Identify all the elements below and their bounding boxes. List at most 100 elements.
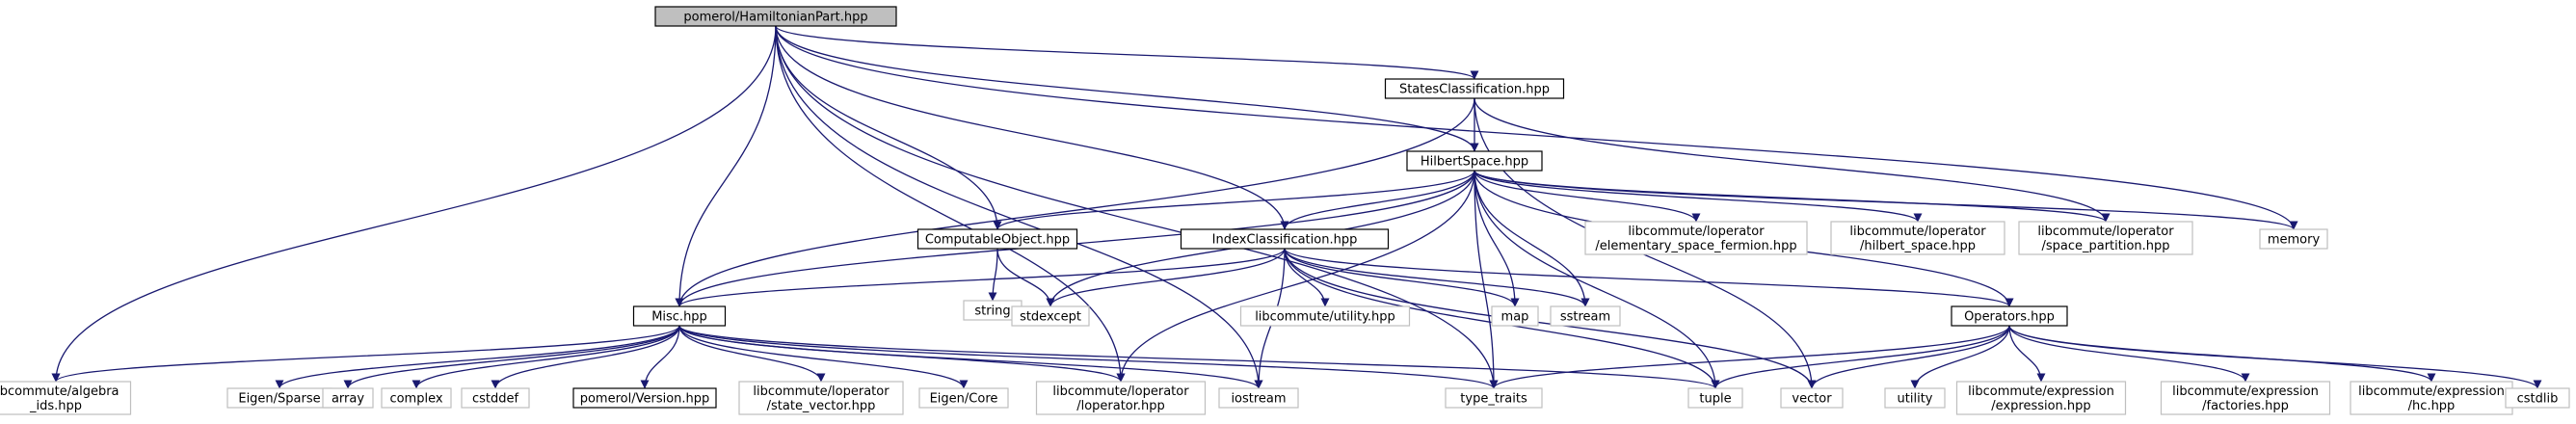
edge-misc-to-array: [343, 325, 680, 389]
node-operators[interactable]: Operators.hpp: [1951, 305, 2068, 327]
node-eigen-sparse: Eigen/Sparse: [226, 387, 332, 409]
node-box: [1955, 381, 2127, 415]
node-box: [381, 387, 452, 409]
node-utility: utility: [1884, 387, 1946, 409]
node-label: pomerol/Version.hpp: [580, 392, 710, 407]
node-label: tuple: [1699, 392, 1731, 407]
node-lc-fact: libcommute/expression/factories.hpp: [2160, 381, 2331, 415]
edge-misc-to-type-traits: [678, 325, 1499, 389]
node-label: IndexClassification.hpp: [1212, 233, 1358, 248]
node-lc-part: libcommute/loperator/space_partition.hpp: [2018, 221, 2193, 255]
edge-states-to-lc-part: [1474, 97, 2111, 223]
edge-misc-to-lc-lop: [678, 325, 1126, 383]
node-box: [0, 381, 132, 415]
node-array: array: [322, 387, 374, 409]
edge-root-to-computable: [775, 25, 1002, 230]
node-label: libcommute/expression/factories.hpp: [2172, 384, 2319, 412]
edge-misc-to-complex: [412, 325, 680, 389]
edge-misc-to-cstddef: [491, 325, 680, 389]
node-cstdlib: cstdlib: [2505, 387, 2570, 409]
node-indexcl[interactable]: IndexClassification.hpp: [1180, 228, 1390, 250]
edge-hilbert-to-indexcl: [1280, 170, 1475, 230]
node-box: [461, 387, 530, 409]
edge-root-to-indexcl: [775, 25, 1289, 230]
node-lc-util: libcommute/utility.hpp: [1239, 305, 1411, 327]
edge-hilbert-to-memory: [1474, 170, 2298, 230]
node-computable[interactable]: ComputableObject.hpp: [916, 228, 1078, 250]
edge-root-to-states: [775, 25, 1479, 80]
edge-misc-to-lc-alg: [51, 325, 680, 383]
node-version[interactable]: pomerol/Version.hpp: [572, 387, 717, 409]
node-hilbert[interactable]: HilbertSpace.hpp: [1406, 150, 1543, 172]
node-box: [1035, 381, 1207, 415]
edge-operators-to-cstdlib: [2008, 325, 2542, 389]
edge-indexcl-to-map: [1284, 248, 1520, 307]
node-box: [738, 381, 904, 415]
node-label: libcommute/loperator/loperator.hpp: [1052, 384, 1189, 412]
node-lc-hc: libcommute/expression/hc.hpp: [2350, 381, 2513, 415]
node-box: [572, 387, 717, 409]
node-lc-state: libcommute/loperator/state_vector.hpp: [738, 381, 904, 415]
edge-root-to-type-traits: [775, 25, 1499, 389]
node-label: memory: [2268, 233, 2321, 248]
node-complex: complex: [381, 387, 452, 409]
node-string: string: [963, 300, 1022, 321]
node-label: map: [1501, 310, 1529, 325]
edge-misc-to-lc-state: [678, 325, 826, 383]
edge-operators-to-lc-expr: [2008, 325, 2046, 383]
node-label: complex: [389, 392, 442, 407]
node-label: ComputableObject.hpp: [925, 233, 1070, 248]
node-box: [1491, 305, 1539, 327]
edge-hilbert-to-sstream: [1474, 170, 1590, 307]
node-box: [2350, 381, 2513, 415]
node-box: [322, 387, 374, 409]
edge-indexcl-to-misc: [675, 248, 1286, 307]
node-box: [1180, 228, 1390, 250]
node-box: [1406, 150, 1543, 172]
node-label: sstream: [1560, 310, 1610, 325]
node-states[interactable]: StatesClassification.hpp: [1384, 78, 1565, 99]
node-box: [1011, 305, 1090, 327]
nodes-layer: pomerol/HamiltonianPart.hppStatesClassif…: [0, 6, 2570, 415]
node-box: [632, 305, 727, 327]
node-label: string: [974, 305, 1010, 319]
node-label: vector: [1792, 392, 1832, 407]
node-box: [2018, 221, 2193, 255]
edge-indexcl-to-stdexcept: [1046, 248, 1286, 307]
edge-root-to-memory: [775, 25, 2298, 230]
node-label: Eigen/Sparse: [238, 392, 320, 407]
node-label: libcommute/loperator/elementary_space_fe…: [1595, 224, 1796, 252]
node-lc-expr: libcommute/expression/expression.hpp: [1955, 381, 2127, 415]
node-box: [2160, 381, 2331, 415]
edge-hilbert-to-lc-hilbert: [1474, 170, 1923, 223]
node-label: pomerol/HamiltonianPart.hpp: [683, 11, 867, 25]
node-misc[interactable]: Misc.hpp: [632, 305, 727, 327]
edge-operators-to-lc-hc: [2008, 325, 2436, 383]
edge-misc-to-eigen-sparse: [275, 325, 680, 389]
edge-root-to-misc: [675, 25, 777, 307]
node-label: utility: [1898, 392, 1933, 407]
edge-operators-to-utility: [1910, 325, 2010, 389]
edge-hilbert-to-lc-elem: [1474, 170, 1701, 223]
node-memory: memory: [2259, 228, 2328, 250]
edge-operators-to-tuple: [1711, 325, 2010, 389]
edge-operators-to-type-traits: [1489, 325, 2010, 389]
node-box: [1584, 221, 1808, 255]
node-box: [916, 228, 1078, 250]
node-label: libcommute/loperator/hilbert_space.hpp: [1849, 224, 1986, 252]
node-box: [1218, 387, 1299, 409]
edge-hilbert-to-lc-lop: [1116, 170, 1475, 383]
edge-operators-to-lc-fact: [2008, 325, 2250, 383]
node-label: Operators.hpp: [1964, 310, 2055, 325]
node-lc-hilbert: libcommute/loperator/hilbert_space.hpp: [1830, 221, 2005, 255]
node-root[interactable]: pomerol/HamiltonianPart.hpp: [654, 6, 897, 27]
node-box: [1550, 305, 1621, 327]
node-label: HilbertSpace.hpp: [1421, 155, 1528, 170]
node-lc-alg: libcommute/algebra_ids.hpp: [0, 381, 132, 415]
node-label: type_traits: [1460, 392, 1527, 407]
node-label: stdexcept: [1020, 310, 1081, 325]
node-label: libcommute/expression/expression.hpp: [1968, 384, 2114, 412]
node-lc-elem: libcommute/loperator/elementary_space_fe…: [1584, 221, 1808, 255]
node-stdexcept: stdexcept: [1011, 305, 1090, 327]
edge-computable-to-string: [988, 248, 998, 302]
